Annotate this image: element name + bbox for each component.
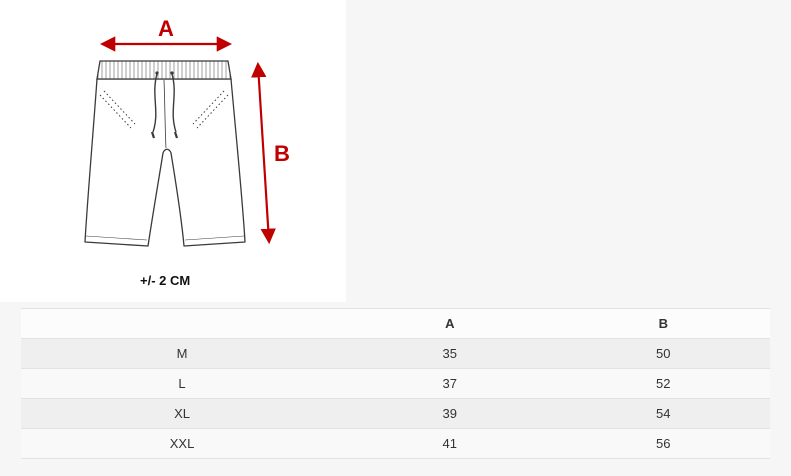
size-table: A B M 35 50 L 37 52 XL 39 54 XXL 41 xyxy=(21,308,770,459)
size-column-header xyxy=(21,308,344,339)
value-b-cell: 52 xyxy=(556,368,770,399)
size-cell: XL xyxy=(21,398,344,429)
value-a-cell: 37 xyxy=(343,368,557,399)
table-row: XXL 41 56 xyxy=(21,428,770,459)
value-b-cell: 50 xyxy=(556,338,770,369)
value-a-cell: 35 xyxy=(343,338,557,369)
width-measure-label: A xyxy=(158,16,174,41)
size-cell: L xyxy=(21,368,344,399)
length-measure-label: B xyxy=(274,141,290,166)
size-table-section: A B M 35 50 L 37 52 XL 39 54 XXL 41 xyxy=(21,308,770,459)
b-column-header: B xyxy=(556,308,770,339)
a-column-header: A xyxy=(343,308,557,339)
value-a-cell: 39 xyxy=(343,398,557,429)
table-row: L 37 52 xyxy=(21,368,770,399)
table-row: M 35 50 xyxy=(21,338,770,369)
shorts-measurement-diagram: A B +/- 2 CM xyxy=(84,16,290,288)
size-cell: M xyxy=(21,338,344,369)
size-diagram-panel: A B +/- 2 CM xyxy=(0,0,346,302)
size-cell: XXL xyxy=(21,428,344,459)
value-b-cell: 54 xyxy=(556,398,770,429)
size-table-header-row: A B xyxy=(21,308,770,339)
table-row: XL 39 54 xyxy=(21,398,770,429)
tolerance-note: +/- 2 CM xyxy=(140,273,190,288)
value-b-cell: 56 xyxy=(556,428,770,459)
shorts-outline-drawing xyxy=(84,60,246,247)
value-a-cell: 41 xyxy=(343,428,557,459)
length-measure-arrow xyxy=(251,61,276,245)
